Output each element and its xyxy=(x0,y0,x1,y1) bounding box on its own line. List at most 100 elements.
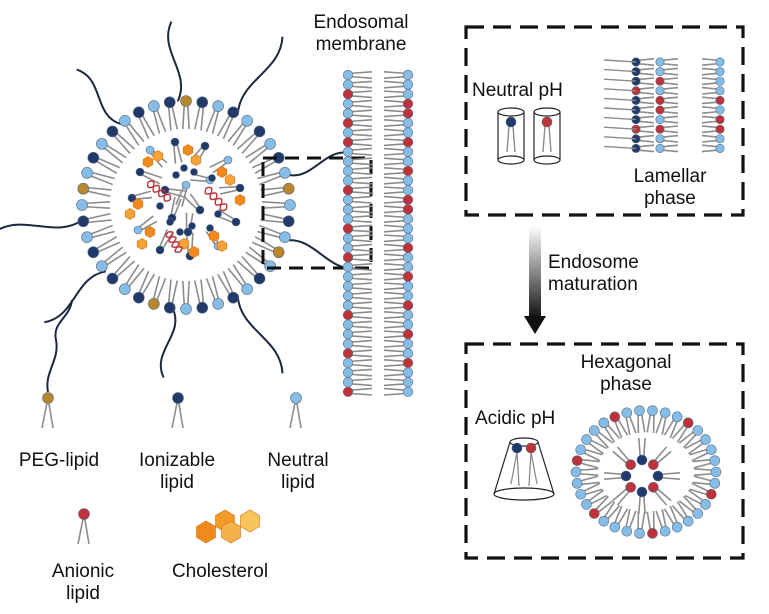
cholesterol xyxy=(183,145,193,156)
neutral-lipid xyxy=(224,156,232,164)
cholesterol xyxy=(209,231,219,242)
anionic-lipid xyxy=(343,89,353,99)
ionizable-lipid xyxy=(254,126,265,137)
peg-lipid xyxy=(181,96,192,107)
neutral-lipid xyxy=(403,128,413,138)
neutral-lipid xyxy=(343,70,353,80)
neutral-lipid xyxy=(343,329,353,339)
legend-ionizable-line1: Ionizable xyxy=(122,450,232,472)
neutral-lipid xyxy=(77,200,88,211)
ionizable-lipid xyxy=(196,206,204,214)
neutral-lipid xyxy=(343,358,353,368)
neutral-lipid xyxy=(213,101,224,112)
arrow-shaft xyxy=(529,226,541,318)
neutral-lipid xyxy=(82,232,93,243)
ionizable-lipid xyxy=(283,216,294,227)
peg-chain xyxy=(0,220,83,233)
ionizable-lipid xyxy=(171,138,179,146)
ionizable-lipid xyxy=(78,216,89,227)
rna-strand xyxy=(206,188,226,211)
lipid-tail xyxy=(511,452,517,484)
neutral-lipid xyxy=(182,181,190,189)
acidic-ph-label: Acidic pH xyxy=(475,408,555,430)
ionizable-lipid xyxy=(88,247,99,258)
hexagonal-label-line1: Hexagonal xyxy=(566,352,686,374)
endosomal-membrane-label-line1: Endosomal xyxy=(306,12,416,34)
ionizable-lipid xyxy=(164,302,175,313)
anionic-lipid xyxy=(648,460,658,470)
anionic-lipid xyxy=(610,412,620,422)
legend-cholesterol-line1: Cholesterol xyxy=(150,561,290,583)
neutral-lipid xyxy=(119,284,130,295)
cylinder-bottom xyxy=(534,156,560,164)
anionic-lipid xyxy=(403,99,413,109)
neutral-lipid xyxy=(581,435,591,445)
legend-ionizable-lipid-label: Ionizable lipid xyxy=(122,450,232,494)
lipid-head xyxy=(173,393,184,404)
neutral-lipid xyxy=(403,70,413,80)
peg-chain xyxy=(238,295,283,373)
anionic-lipid xyxy=(403,243,413,253)
anionic-lipid xyxy=(403,205,413,215)
neutral-lipid xyxy=(672,412,682,422)
anionic-lipid xyxy=(343,349,353,359)
lamellar-lipid xyxy=(656,77,664,85)
neutral-lipid xyxy=(599,516,609,526)
neutral-lipid xyxy=(635,528,645,538)
peg-chain xyxy=(168,22,181,102)
cholesterol-ring xyxy=(241,510,260,532)
lipid-head xyxy=(526,443,536,453)
neutral-lipid xyxy=(581,499,591,509)
anionic-lipid xyxy=(343,310,353,320)
anionic-lipid xyxy=(343,137,353,147)
lamellar-lipid xyxy=(656,106,664,114)
neutral-lipid xyxy=(279,232,290,243)
legend-ionizable-line2: lipid xyxy=(122,472,232,494)
ionizable-lipid-head xyxy=(189,223,196,230)
lipid-head xyxy=(43,393,54,404)
ionizable-lipid xyxy=(201,142,209,150)
lamellar-lipid xyxy=(656,58,664,66)
neutral-lipid xyxy=(343,368,353,378)
neutral-lipid xyxy=(343,147,353,157)
peg-lipid xyxy=(273,247,284,258)
cholesterol xyxy=(153,151,163,162)
neutral-lipid xyxy=(403,339,413,349)
neutral-lipid xyxy=(146,146,154,154)
neutral-lipid xyxy=(403,387,413,397)
anionic-lipid xyxy=(403,358,413,368)
lamellar-lipid xyxy=(716,67,724,75)
arrow-head xyxy=(524,316,546,334)
neutral-lipid xyxy=(701,435,711,445)
anionic-lipid xyxy=(403,166,413,176)
peg-lipid xyxy=(148,298,159,309)
neutral-lipid xyxy=(683,516,693,526)
anionic-lipid xyxy=(343,224,353,234)
anionic-lipid-head xyxy=(542,117,552,127)
anionic-lipid-icon xyxy=(78,509,90,545)
endosomal-membrane-label-line2: membrane xyxy=(306,34,416,56)
lipid-tail xyxy=(604,146,636,148)
neutral-lipid xyxy=(403,214,413,224)
lamellar-lipid xyxy=(656,67,664,75)
lipid-tail xyxy=(604,137,636,139)
neutral-lipid xyxy=(403,233,413,243)
neutral-lipid xyxy=(403,349,413,359)
hexagonal-label-line2: phase xyxy=(566,374,686,396)
hexagonal-phase-label: Hexagonal phase xyxy=(566,352,686,396)
lipid-tail xyxy=(543,126,545,152)
neutral-lipid xyxy=(710,456,720,466)
lipid-head xyxy=(79,509,90,520)
maturation-arrow xyxy=(524,226,546,334)
anionic-lipid xyxy=(343,185,353,195)
peg-lipid-icon xyxy=(42,393,54,429)
neutral-lipid xyxy=(622,526,632,536)
peg-chain xyxy=(44,271,106,322)
neutral-lipid xyxy=(343,272,353,282)
anionic-lipid xyxy=(403,301,413,311)
anionic-lipid xyxy=(403,329,413,339)
anionic-lipid xyxy=(683,418,693,428)
neutral-lipid xyxy=(343,80,353,90)
neutral-lipid xyxy=(343,243,353,253)
